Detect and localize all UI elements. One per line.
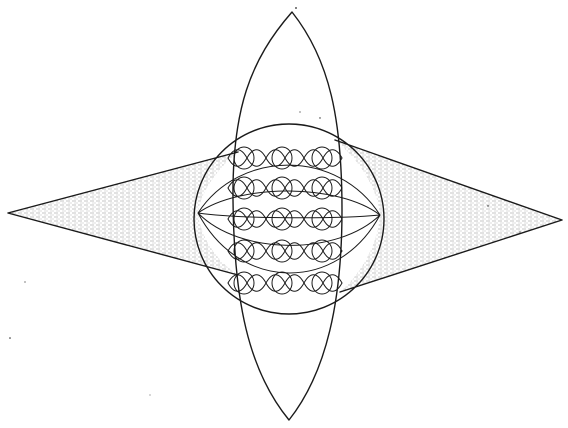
strand [228,150,342,167]
strand-loop [234,272,254,294]
strand-loop [312,177,332,199]
strand-loop [312,208,332,230]
strand-loop [272,208,292,230]
strand-loop [312,147,332,169]
strand [228,275,342,292]
strand-loop [312,272,332,294]
fan-line [198,165,380,215]
strand-loop [272,177,292,199]
twisted-strands [228,147,342,294]
strand-loop [234,177,254,199]
strand-loop [234,147,254,169]
strand [228,211,342,228]
strand-loop [234,208,254,230]
strand-loop [312,240,332,262]
strand-loop [272,240,292,262]
strand-loop [234,240,254,262]
strand-loop [272,272,292,294]
